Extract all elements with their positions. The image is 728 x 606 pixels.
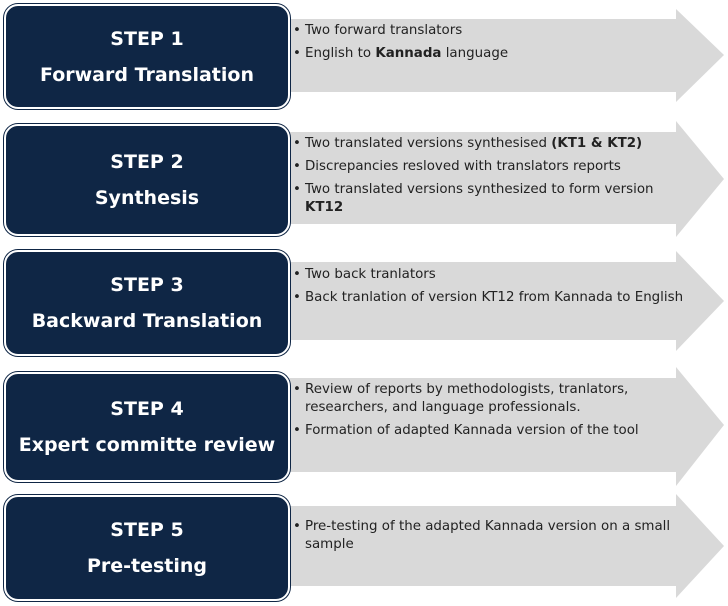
step-1-bullet: Two forward translators [293, 22, 673, 40]
bullet-text: Formation of adapted Kannada version of … [305, 423, 639, 438]
step-3-name: Backward Translation [31, 310, 263, 332]
step-row-5: STEP 5 Pre-testing Pre-testing of the ad… [0, 490, 728, 606]
bullet-bold-text: (KT1 & KT2) [551, 136, 643, 151]
step-5-name: Pre-testing [86, 555, 208, 577]
bullet-bold-text: Kannada [375, 46, 442, 61]
step-4-bullets: Review of reports by methodologists, tra… [293, 381, 693, 445]
step-1-bullets: Two forward translatorsEnglish to Kannad… [293, 22, 673, 68]
step-5-box: STEP 5 Pre-testing [4, 495, 290, 601]
step-2-name: Synthesis [94, 187, 200, 209]
step-2-bullets: Two translated versions synthesised (KT1… [293, 135, 688, 222]
step-1-box: STEP 1 Forward Translation [4, 4, 290, 109]
step-row-1: STEP 1 Forward Translation Two forward t… [0, 0, 728, 112]
step-row-3: STEP 3 Backward Translation Two back tra… [0, 245, 728, 360]
bullet-text: Two back tranlators [305, 267, 436, 282]
step-3-bullets: Two back tranlatorsBack tranlation of ve… [293, 266, 688, 312]
step-5-title: STEP 5 [110, 519, 184, 541]
step-row-4: STEP 4 Expert committe review Review of … [0, 365, 728, 490]
step-2-title: STEP 2 [110, 151, 184, 173]
step-1-bullet: English to Kannada language [293, 45, 673, 63]
step-2-bullet: Discrepancies resloved with translators … [293, 158, 688, 176]
step-3-bullet: Back tranlation of version KT12 from Kan… [293, 289, 688, 307]
step-4-title: STEP 4 [110, 398, 184, 420]
step-4-bullet: Review of reports by methodologists, tra… [293, 381, 693, 417]
bullet-bold-text: KT12 [305, 200, 344, 215]
bullet-text: language [441, 46, 509, 61]
bullet-text: Two translated versions synthesized to f… [305, 182, 654, 197]
step-1-title: STEP 1 [110, 27, 184, 50]
step-3-title: STEP 3 [110, 274, 184, 296]
bullet-text: Two forward translators [305, 23, 463, 38]
step-3-box: STEP 3 Backward Translation [4, 250, 290, 356]
step-3-bullet: Two back tranlators [293, 266, 688, 284]
step-4-box: STEP 4 Expert committe review [4, 372, 290, 482]
bullet-text: Two translated versions synthesised [305, 136, 552, 151]
step-5-bullet: Pre-testing of the adapted Kannada versi… [293, 518, 693, 554]
bullet-text: Review of reports by methodologists, tra… [305, 382, 629, 415]
bullet-text: English to [305, 46, 376, 61]
bullet-text: Back tranlation of version KT12 from Kan… [305, 290, 684, 305]
step-2-box: STEP 2 Synthesis [4, 124, 290, 236]
step-4-name: Expert committe review [18, 434, 276, 456]
bullet-text: Discrepancies resloved with translators … [305, 159, 621, 174]
step-5-bullets: Pre-testing of the adapted Kannada versi… [293, 518, 693, 559]
step-1-name: Forward Translation [39, 63, 254, 86]
step-4-bullet: Formation of adapted Kannada version of … [293, 422, 693, 440]
step-2-bullet: Two translated versions synthesized to f… [293, 181, 688, 217]
bullet-text: Pre-testing of the adapted Kannada versi… [305, 519, 671, 552]
step-row-2: STEP 2 Synthesis Two translated versions… [0, 118, 728, 240]
step-2-bullet: Two translated versions synthesised (KT1… [293, 135, 688, 153]
